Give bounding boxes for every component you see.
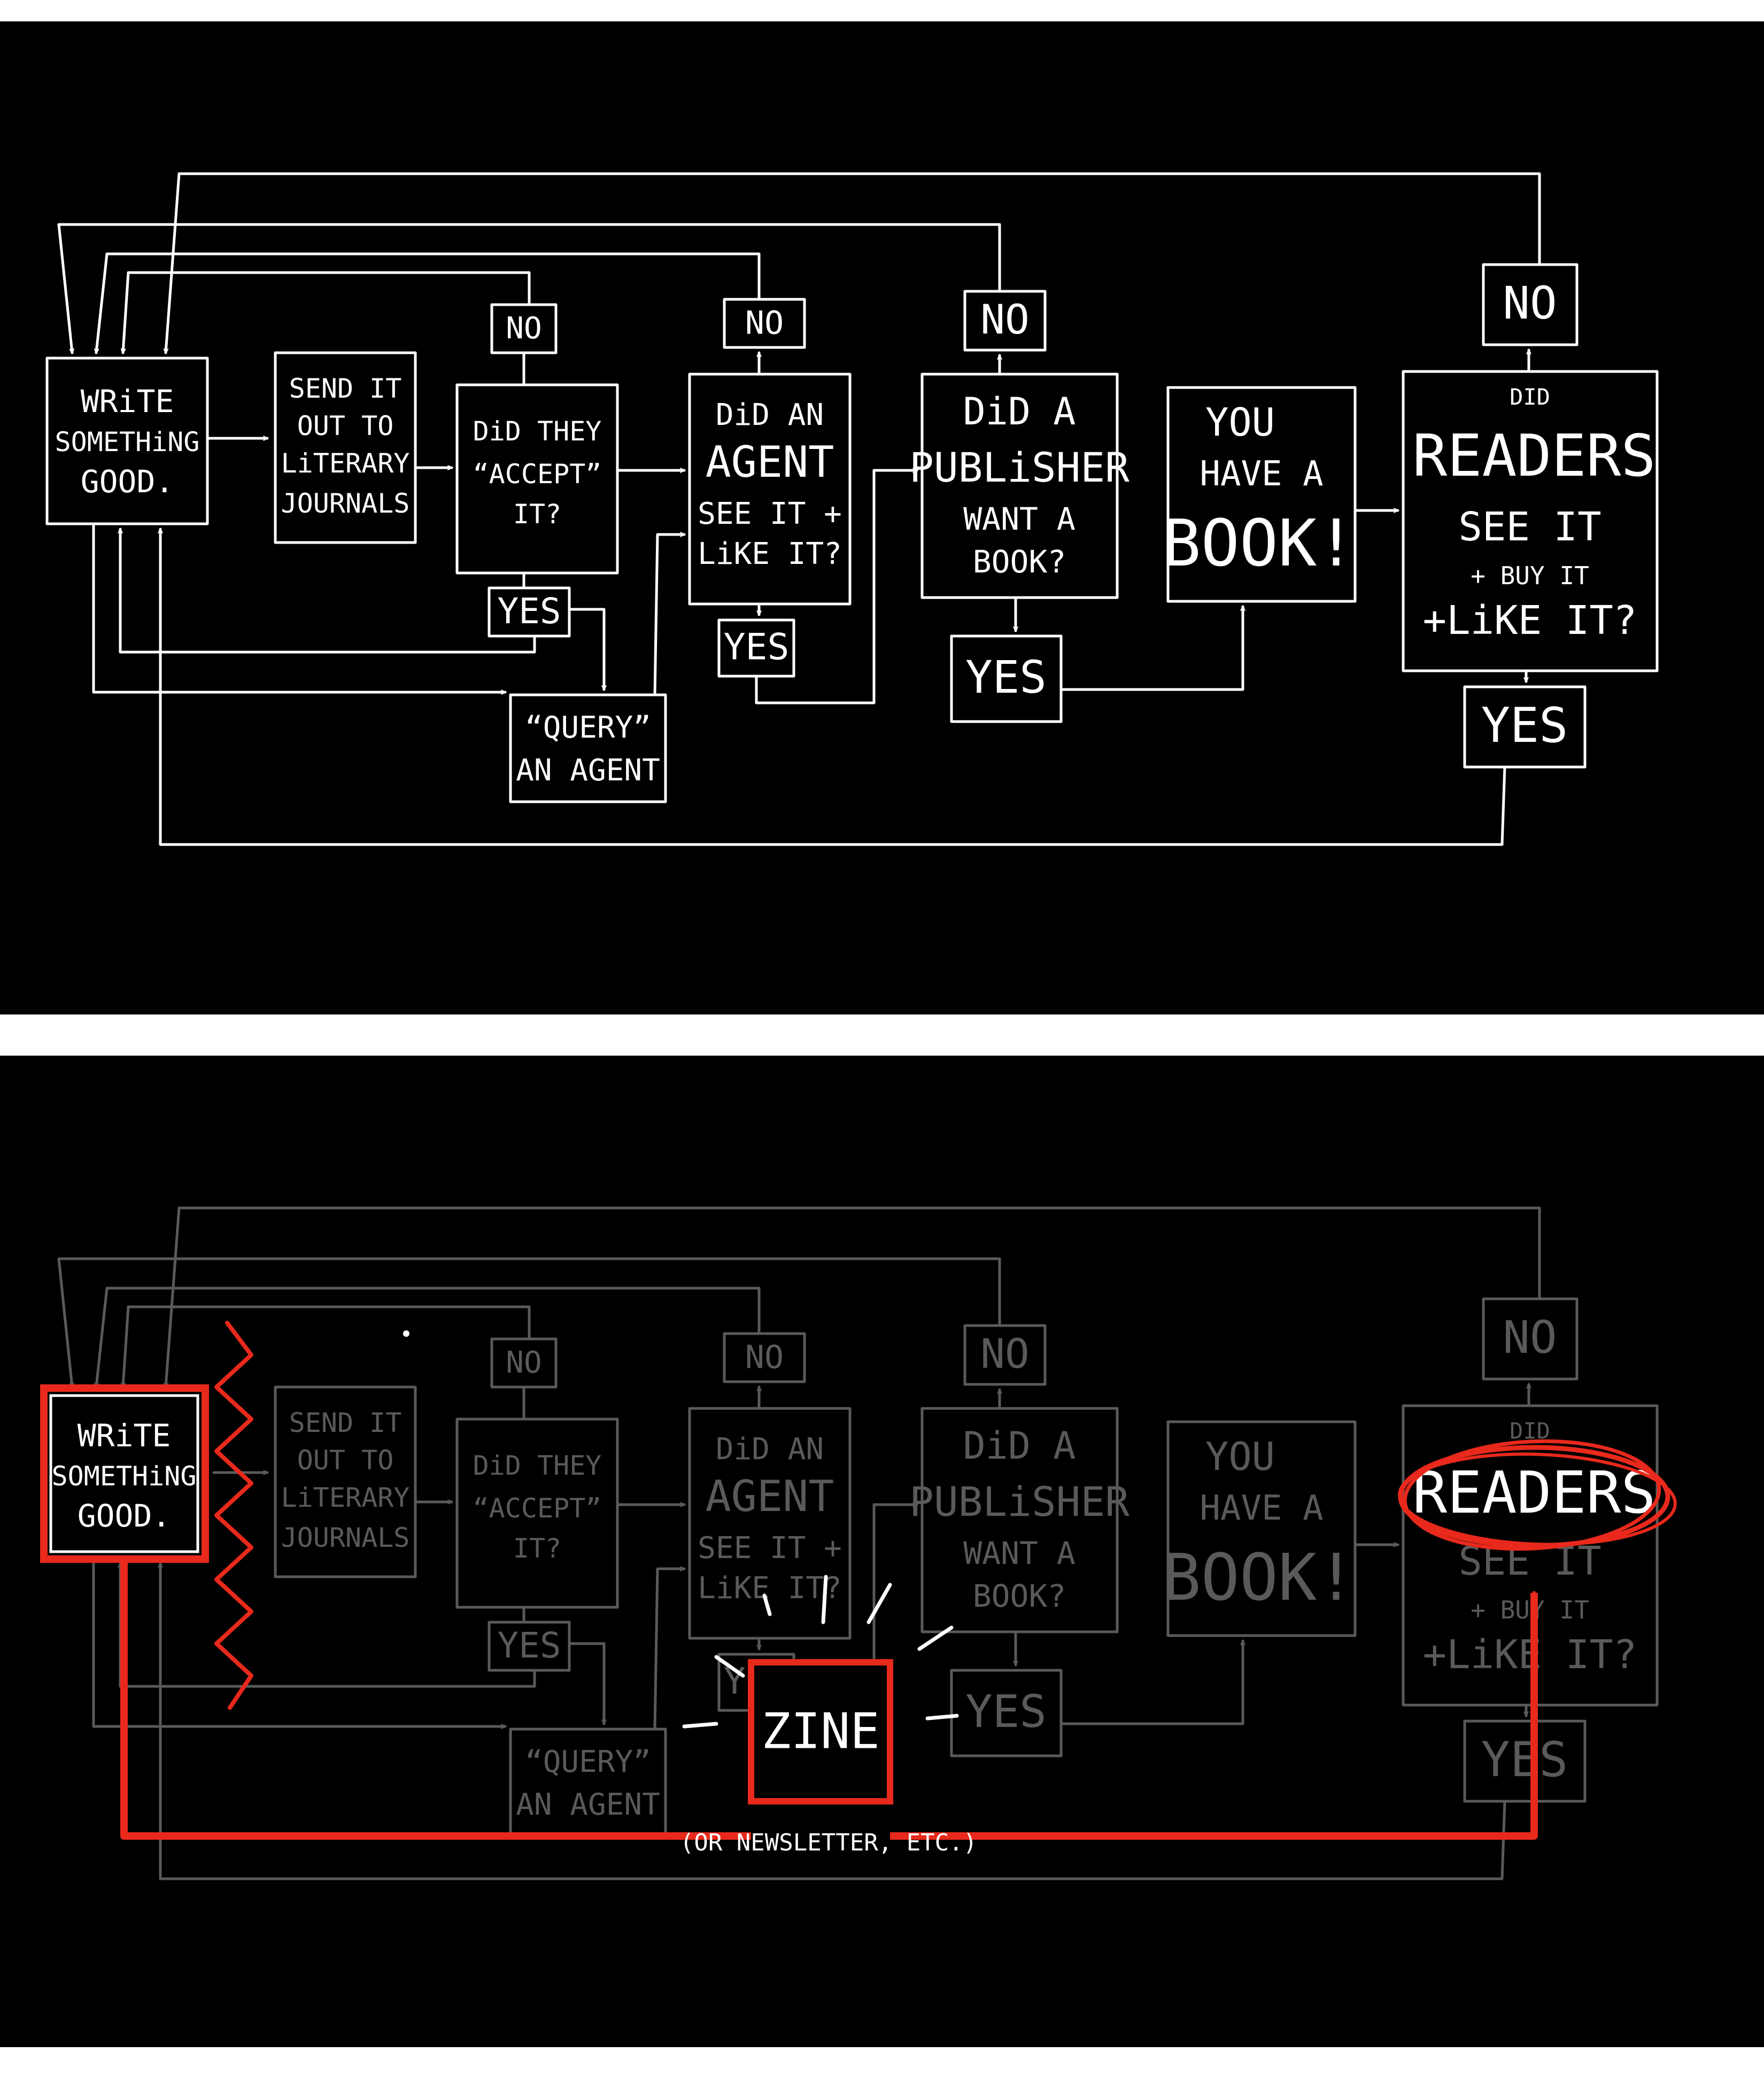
loop-accept-yes-to-write <box>120 528 536 654</box>
node-agent-box-dim <box>688 1407 852 1640</box>
loop-write-to-query <box>92 522 507 692</box>
arrow-agent-yes-to-publisher <box>755 470 918 704</box>
zine-red-box <box>748 1659 893 1804</box>
write-red-box <box>40 1384 209 1563</box>
answer-yes-readers-text-dim: YES <box>1481 1732 1568 1788</box>
answer-no-publisher-box-dim <box>963 1324 1047 1386</box>
flow-arrows-dim <box>57 1206 1541 1880</box>
answer-yes-accept-box-dim <box>488 1621 571 1672</box>
node-book-box <box>1166 386 1357 603</box>
node-accept-text: DiD THEY“ACCEPT”IT? <box>473 416 602 530</box>
node-query-text-dim: “QUERY”AN AGENT <box>516 1745 660 1822</box>
answer-no-publisher-text: NO <box>980 296 1030 343</box>
answer-yes-accept-box <box>488 586 571 638</box>
readers-red-circle-3 <box>1398 1452 1677 1546</box>
node-readers-rest-text-dim: SEE IT+ BUY IT+LiKE IT? <box>1423 1538 1637 1678</box>
answer-yes-readers-text: YES <box>1481 698 1568 754</box>
arrow-yes-to-query <box>568 608 604 691</box>
answer-no-accept-text: NO <box>506 311 541 346</box>
readers-highlight: READERS <box>1398 1439 1677 1551</box>
readers-highlight-text: READERS <box>1412 1460 1655 1527</box>
answer-yes-accept-text: YES <box>497 591 561 632</box>
node-query-box <box>509 693 667 803</box>
loop-accept-no-to-write <box>123 271 531 354</box>
answer-no-agent-box <box>723 298 806 349</box>
arrow-query-to-agent <box>653 535 686 696</box>
answer-yes-publisher-text: YES <box>965 651 1047 703</box>
readers-red-circle-2 <box>1403 1439 1661 1551</box>
node-send-box-dim <box>274 1385 417 1578</box>
node-zine: ZINE <box>748 1659 893 1804</box>
node-publisher-box-dim <box>920 1407 1119 1633</box>
answer-no-publisher-box <box>963 290 1047 352</box>
answer-yes-readers-box-dim <box>1463 1719 1587 1803</box>
answer-yes-agent-text: YES <box>724 626 790 669</box>
node-book-box-dim <box>1166 1420 1357 1637</box>
answer-no-readers-text: NO <box>1503 277 1557 329</box>
answer-no-agent-box-dim <box>723 1332 806 1383</box>
node-write-box <box>45 357 209 525</box>
answer-no-publisher-text-dim: NO <box>980 1330 1030 1377</box>
readers-black-mask <box>1411 1462 1646 1531</box>
zigzag-blocker <box>214 1321 253 1710</box>
answer-no-readers-box-dim <box>1482 1297 1579 1381</box>
node-agent-box <box>688 373 852 606</box>
loop-agent-no-to-write <box>96 252 761 354</box>
loop-readers-no-to-write <box>166 172 1541 354</box>
answer-no-agent-text: NO <box>745 305 784 342</box>
answer-no-accept-text-dim: NO <box>506 1345 541 1380</box>
node-publisher-box <box>920 373 1119 599</box>
flow-arrows <box>57 172 1541 846</box>
zine-label: ZINE <box>761 1702 880 1760</box>
zine-caption: (OR NEWSLETTER, ETC.) <box>680 1829 977 1856</box>
node-send-box <box>274 351 417 544</box>
node-accept-box-dim <box>455 1417 619 1609</box>
answer-no-agent-text-dim: NO <box>745 1339 784 1376</box>
answer-yes-accept-text-dim: YES <box>497 1625 561 1666</box>
answer-no-readers-text-dim: NO <box>1503 1311 1557 1364</box>
zine-emphasis-rays <box>682 1575 959 1729</box>
node-accept-box <box>455 383 619 575</box>
stray-dot <box>403 1330 409 1337</box>
answer-yes-publisher-box <box>950 634 1063 723</box>
answer-no-readers-box <box>1482 263 1579 346</box>
zine-shortcut-path <box>120 1561 1534 1840</box>
answer-yes-readers-box <box>1463 685 1587 769</box>
write-white-box <box>49 1394 199 1553</box>
node-query-text: “QUERY”AN AGENT <box>516 710 660 788</box>
node-accept-text-dim: DiD THEY“ACCEPT”IT? <box>473 1450 602 1564</box>
answer-yes-publisher-box-dim <box>950 1669 1063 1757</box>
loop-readers-yes-to-write <box>160 528 1506 846</box>
loop-publisher-no-to-write <box>57 223 1001 354</box>
arrow-publisher-yes-to-book <box>1059 605 1243 691</box>
answer-yes-publisher-text-dim: YES <box>965 1685 1047 1738</box>
